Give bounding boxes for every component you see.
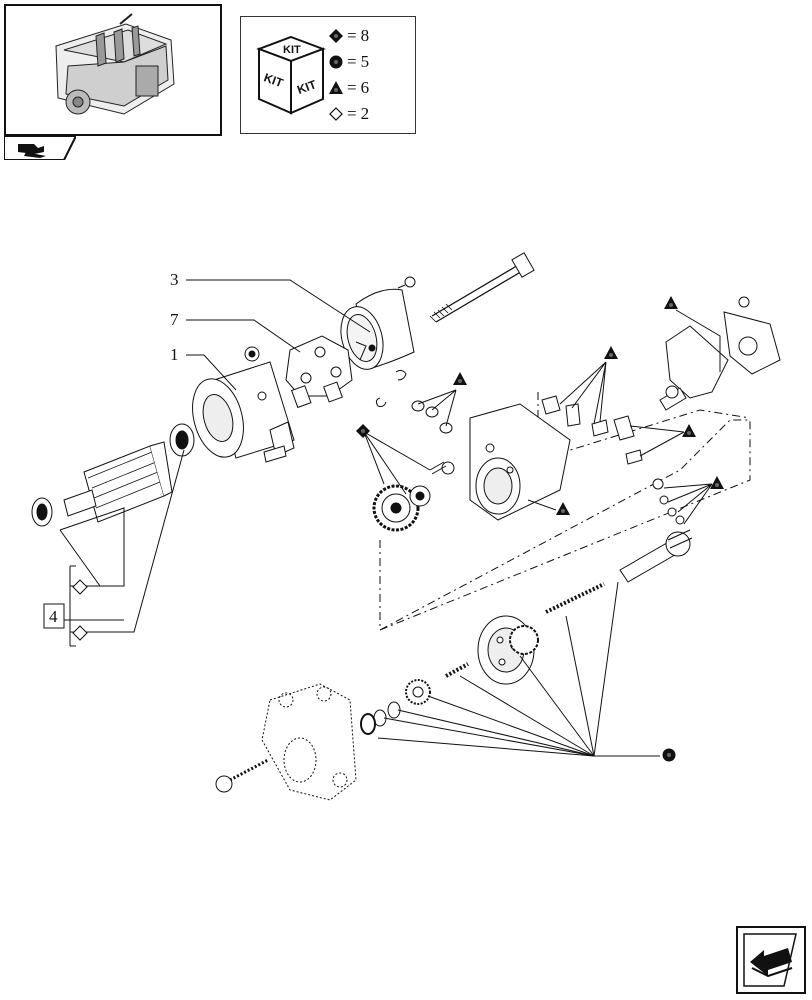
kit-count-circle: 5: [360, 52, 370, 71]
washer-set: [411, 400, 455, 475]
gear-small: [409, 485, 431, 507]
clip-parts: [375, 369, 407, 407]
kit-row-diamond-outline: =2: [329, 103, 369, 125]
next-page-button[interactable]: [736, 926, 806, 994]
kit-label-right: KIT: [295, 77, 319, 97]
circle-filled-icon: [329, 55, 343, 69]
leader-7: [186, 319, 301, 353]
drive-end-housing: [469, 403, 571, 521]
plunger: [659, 385, 687, 411]
callout-3: 3: [170, 270, 179, 289]
engine-thumbnail[interactable]: [4, 4, 222, 136]
kit-count-diamond-outline: 2: [360, 104, 370, 123]
triangle-filled-icon: [710, 476, 724, 489]
triangle-filled-icon: [682, 424, 696, 437]
armature: [31, 441, 173, 527]
circle-filled-icon: [662, 748, 676, 762]
bearing-right: [169, 423, 195, 457]
kit-label-top: KIT: [283, 44, 301, 56]
diamond-filled-icon: [329, 29, 343, 43]
section-tab[interactable]: [3, 135, 78, 161]
screw-bottom: [215, 758, 269, 793]
triangle-filled-icon: [556, 502, 570, 515]
diamond-filled-icon: [356, 424, 370, 438]
label-box-4: [43, 603, 65, 629]
callout-1: 1: [170, 345, 179, 364]
kit-legend: KIT KIT KIT =8 =5 =6 =2: [240, 16, 416, 134]
kit-row-diamond: =8: [329, 25, 369, 47]
pinion-gear-large: [372, 484, 420, 532]
assembly-boundary-dashed: [379, 419, 751, 631]
kit-row-circle: =5: [329, 51, 369, 73]
triangle-filled-icon: [453, 372, 467, 385]
kit-label-left: KIT: [262, 70, 286, 90]
screw-small-top: [397, 276, 416, 289]
spring-large: [545, 582, 605, 614]
terminal-clips: [541, 395, 609, 437]
triangle-filled-icon: [604, 346, 618, 359]
diamond-outline-icon: [72, 625, 88, 641]
engine-illustration-icon: [55, 13, 175, 115]
leader-1: [186, 354, 237, 391]
yoke-housing-part-1: [192, 361, 295, 463]
leader-lines-circle: [377, 581, 660, 757]
snap-rings: [360, 701, 401, 735]
kit-row-triangle: =6: [329, 77, 369, 99]
kit-bracket-4: [59, 449, 185, 647]
engine-section-icon: [18, 144, 46, 158]
diamond-outline-icon: [329, 107, 343, 121]
overrunning-clutch: [477, 615, 539, 685]
solenoid-cover: [665, 296, 781, 399]
arrow-down-left-icon: [743, 933, 797, 987]
triangle-filled-icon: [664, 296, 678, 309]
through-bolt: [429, 252, 535, 323]
kit-count-triangle: 6: [360, 78, 370, 97]
contact-pieces: [613, 415, 685, 525]
brush-plate-part-7: [244, 335, 353, 409]
diamond-outline-icon: [72, 579, 88, 595]
small-spring-top: [429, 461, 447, 475]
leader-3: [186, 279, 371, 333]
end-cap-part-3: [340, 288, 415, 370]
pinion-small: [405, 679, 431, 705]
kit-count-diamond: 8: [360, 26, 370, 45]
kit-cube-icon: KIT KIT KIT: [256, 35, 326, 115]
callout-7: 7: [170, 310, 179, 329]
spring-small: [445, 662, 469, 678]
triangle-filled-icon: [329, 81, 343, 94]
phantom-housing: [261, 683, 357, 801]
callout-4: 4: [49, 607, 58, 626]
drive-shaft: [619, 529, 693, 583]
